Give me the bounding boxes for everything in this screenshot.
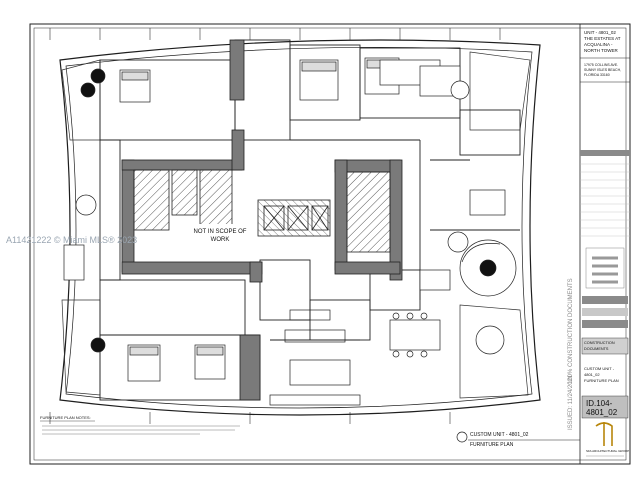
grid-ticks (49, 28, 501, 424)
title-block: UNIT - 4801_02 THE ESTATES AT ACQUALINA … (579, 24, 630, 464)
kitchen (269, 309, 361, 406)
scope-note-line-2: WORK (211, 237, 230, 243)
project-line-1: UNIT - 4801_02 (584, 30, 616, 35)
address-line-1: 17975 COLLINS AVE. (584, 63, 618, 67)
revision-header-bar (580, 150, 630, 156)
sheet-number-line-2: 4801_02 (586, 408, 618, 417)
scope-note: NOT IN SCOPE OF WORK (188, 224, 252, 248)
sheet-desc-line-3: FURNITURE PLAN (584, 378, 619, 383)
stage-box-line-2: DOCUMENTS (584, 347, 609, 351)
project-line-2: THE ESTATES AT (584, 36, 621, 41)
address-line-3: FLORIDA 33160 (584, 73, 610, 77)
address-line-2: SUNNY ISLES BEACH, (584, 68, 621, 72)
plan-notes: FURNITURE PLAN NOTES: (40, 415, 240, 435)
hatched-shafts (133, 169, 391, 253)
firm-logo-block (585, 247, 625, 289)
plan-title-line-1: CUSTOM UNIT - 4801_02 (470, 432, 529, 438)
project-line-4: NORTH TOWER (584, 48, 619, 53)
stage-box-line-1: CONSTRUCTION (584, 341, 615, 345)
firm-monogram (595, 422, 613, 446)
building-envelope (59, 39, 541, 416)
sheet-desc-line-1: CUSTOM UNIT - (584, 366, 615, 371)
project-line-3: ACQUALINA - (584, 42, 613, 47)
sheet-number-line-1: ID.104- (586, 399, 613, 408)
sheet-border (29, 23, 631, 465)
scope-note-line-1: NOT IN SCOPE OF (194, 229, 247, 235)
plan-notes-title: FURNITURE PLAN NOTES: (40, 415, 91, 420)
living-furniture (63, 59, 517, 386)
structural-core (121, 39, 403, 401)
issue-stamp: ISSUED: 11/24/2021 (568, 374, 574, 430)
status-stamp: 100% CONSTRUCTION DOCUMENTS (568, 278, 574, 384)
elevator-cabs (263, 205, 329, 231)
plan-title-line-2: FURNITURE PLAN (470, 442, 514, 448)
watermark: A11421222 © Miami MLS® 2023 (6, 235, 137, 245)
plan-title: CUSTOM UNIT - 4801_02 FURNITURE PLAN (456, 431, 580, 448)
sheet-desc-line-2: 4801_02 (584, 372, 600, 377)
firm-name: SFA ARCHITECTURAL GROUP (586, 449, 629, 453)
